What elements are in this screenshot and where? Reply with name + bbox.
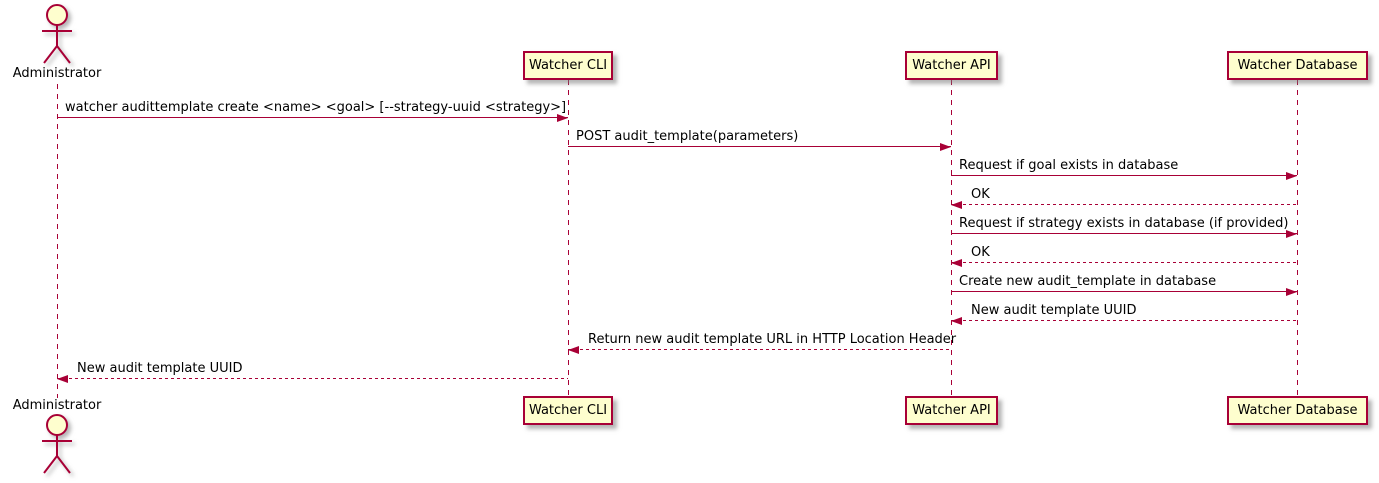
participant-label: Watcher Database: [1237, 403, 1358, 418]
participant-label: Watcher CLI: [528, 403, 608, 418]
message-text: POST audit_template(parameters): [576, 129, 799, 144]
participant-label: Watcher CLI: [528, 58, 608, 73]
arrowhead-right-icon: [1286, 230, 1297, 238]
arrowhead-right-icon: [1286, 172, 1297, 180]
message-create-audittemplate: watcher audittemplate create <name> <goa…: [57, 100, 568, 122]
actor-administrator-label-top: Administrator: [12, 66, 102, 81]
message-new-uuid-to-admin: New audit template UUID: [57, 361, 568, 383]
message-text: watcher audittemplate create <name> <goa…: [65, 100, 567, 115]
message-text: New audit template UUID: [971, 303, 1137, 318]
actor-administrator-label-bottom: Administrator: [12, 398, 102, 413]
participant-watcher-database-bottom: Watcher Database: [1227, 396, 1368, 425]
message-text: OK: [971, 245, 990, 260]
participant-label: Watcher API: [912, 403, 991, 418]
message-ok-strategy: OK: [951, 245, 1297, 267]
arrowhead-left-icon: [951, 317, 962, 325]
participant-watcher-cli-top: Watcher CLI: [523, 51, 613, 80]
message-text: Create new audit_template in database: [959, 274, 1217, 289]
participant-watcher-api-top: Watcher API: [905, 51, 998, 80]
message-text: New audit template UUID: [77, 361, 243, 376]
message-line: [951, 175, 1297, 176]
message-request-strategy-exists: Request if strategy exists in database (…: [951, 216, 1297, 238]
message-text: OK: [971, 187, 990, 202]
arrowhead-right-icon: [940, 143, 951, 151]
message-post-audit-template: POST audit_template(parameters): [568, 129, 951, 151]
participant-watcher-cli-bottom: Watcher CLI: [523, 396, 613, 425]
participant-label: Watcher Database: [1237, 58, 1358, 73]
message-line: [951, 204, 1297, 205]
arrowhead-left-icon: [951, 259, 962, 267]
message-line: [568, 146, 951, 147]
message-text: Request if strategy exists in database (…: [959, 216, 1289, 231]
message-ok-goal: OK: [951, 187, 1297, 209]
message-create-in-database: Create new audit_template in database: [951, 274, 1297, 296]
actor-administrator-icon: [42, 414, 72, 474]
arrowhead-right-icon: [1286, 288, 1297, 296]
participant-watcher-api-bottom: Watcher API: [905, 396, 998, 425]
message-line: [57, 117, 568, 118]
arrowhead-left-icon: [568, 346, 579, 354]
message-text: Request if goal exists in database: [959, 158, 1179, 173]
participant-label: Watcher API: [912, 58, 991, 73]
participant-watcher-database-top: Watcher Database: [1227, 51, 1368, 80]
lifeline-administrator: [57, 84, 58, 398]
message-line: [951, 262, 1297, 263]
actor-administrator-icon: [42, 4, 72, 64]
arrowhead-left-icon: [57, 375, 68, 383]
lifeline-watcher-api: [951, 80, 952, 396]
message-text: Return new audit template URL in HTTP Lo…: [588, 332, 957, 347]
message-line: [57, 378, 568, 379]
message-new-uuid-from-db: New audit template UUID: [951, 303, 1297, 325]
lifeline-watcher-cli: [568, 80, 569, 396]
message-line: [568, 349, 951, 350]
message-line: [951, 233, 1297, 234]
message-request-goal-exists: Request if goal exists in database: [951, 158, 1297, 180]
message-line: [951, 320, 1297, 321]
message-return-url-location-header: Return new audit template URL in HTTP Lo…: [568, 332, 956, 354]
lifeline-watcher-database: [1297, 80, 1298, 396]
arrowhead-left-icon: [951, 201, 962, 209]
arrowhead-right-icon: [557, 114, 568, 122]
message-line: [951, 291, 1297, 292]
